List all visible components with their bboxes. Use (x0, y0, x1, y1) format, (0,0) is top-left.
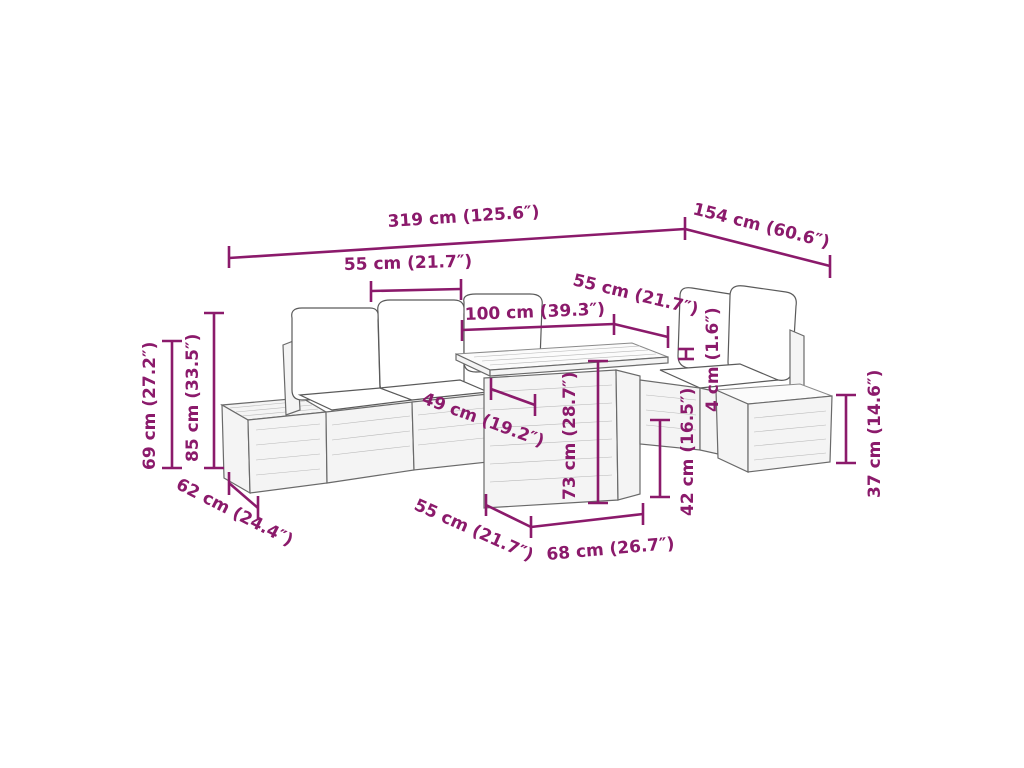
dimension-lines (162, 217, 856, 538)
dining-table (455, 342, 669, 509)
label-table-width: 100 cm (39.3″) (464, 300, 605, 325)
left-stool (220, 397, 328, 495)
label-total-width: 319 cm (125.6″) (387, 202, 540, 232)
label-table-height: 73 cm (28.7″) (560, 372, 580, 500)
label-table-length: 68 cm (26.7″) (546, 534, 676, 565)
right-back-cushions (677, 285, 797, 381)
label-back-height: 85 cm (33.5″) (183, 334, 203, 462)
label-side-depth: 154 cm (60.6″) (691, 199, 832, 252)
right-seats (639, 363, 779, 455)
label-seat-height: 69 cm (27.2″) (140, 342, 160, 470)
furniture-illustration (220, 285, 833, 509)
label-seat-width: 55 cm (21.7″) (344, 252, 473, 275)
label-stool-height: 37 cm (14.6″) (865, 370, 885, 498)
label-base-height: 42 cm (16.5″) (678, 388, 698, 516)
label-top-thickness: 4 cm (1.6″) (703, 307, 723, 412)
right-stool (715, 383, 833, 473)
left-seats (297, 379, 491, 484)
